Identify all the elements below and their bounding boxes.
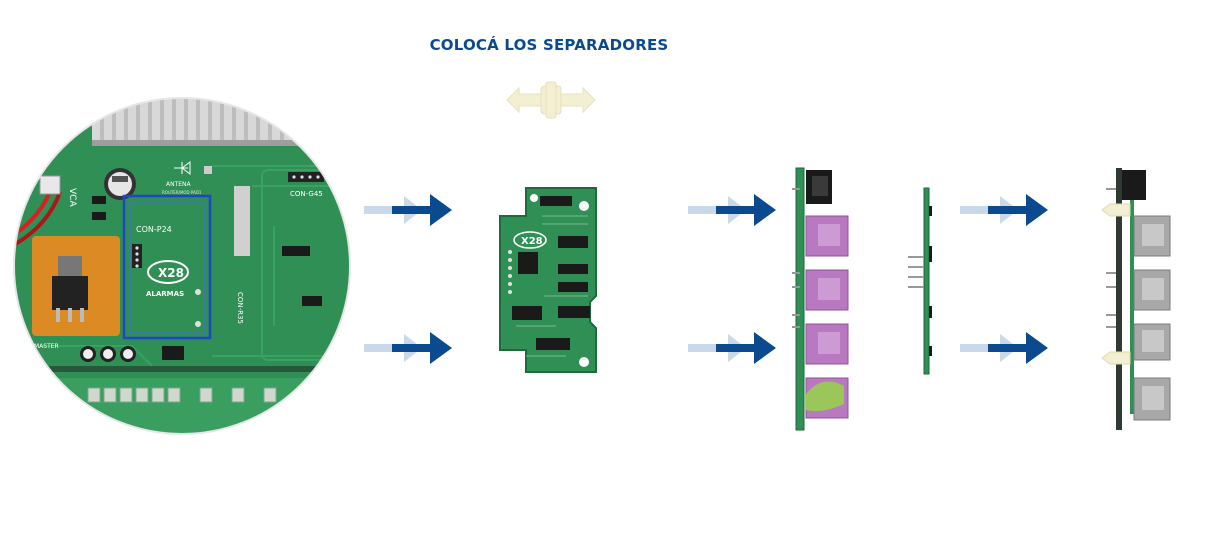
con-r35-label: CON-R35 (236, 292, 244, 324)
arrow-right-icon (364, 332, 452, 364)
arrow-right-icon (364, 194, 452, 226)
module-side-view (908, 187, 932, 375)
antena-sub-label: ROUTER/MOD PAD1 (162, 190, 202, 195)
final-assembly-view (1101, 168, 1171, 430)
module-brand-logo: X28 (521, 236, 543, 247)
con-p24-label: CON-P24 (136, 225, 172, 234)
arrow-right-icon (688, 332, 776, 364)
vca-label: VCA (67, 188, 77, 207)
arrow-right-icon (960, 194, 1048, 226)
spacer-illustration (506, 81, 596, 119)
module-pcb-top: X28 (499, 187, 597, 373)
arrow-right-icon (960, 332, 1048, 364)
master-label: MASTER (34, 343, 59, 350)
board-brand-logo: X28 (158, 266, 184, 280)
arrow-right-icon (688, 194, 776, 226)
antena-label: ANTENA (166, 181, 192, 188)
con-g45-label: CON-G45 (290, 190, 323, 198)
page-title: COLOCÁ LOS SEPARADORES (429, 36, 669, 54)
board-zoom-circle: VCA CON-P24 X28 ALARMAS ANTENA ROUTER/MO… (13, 97, 351, 435)
board-side-view (792, 167, 849, 431)
board-brand-sub: ALARMAS (146, 290, 184, 298)
